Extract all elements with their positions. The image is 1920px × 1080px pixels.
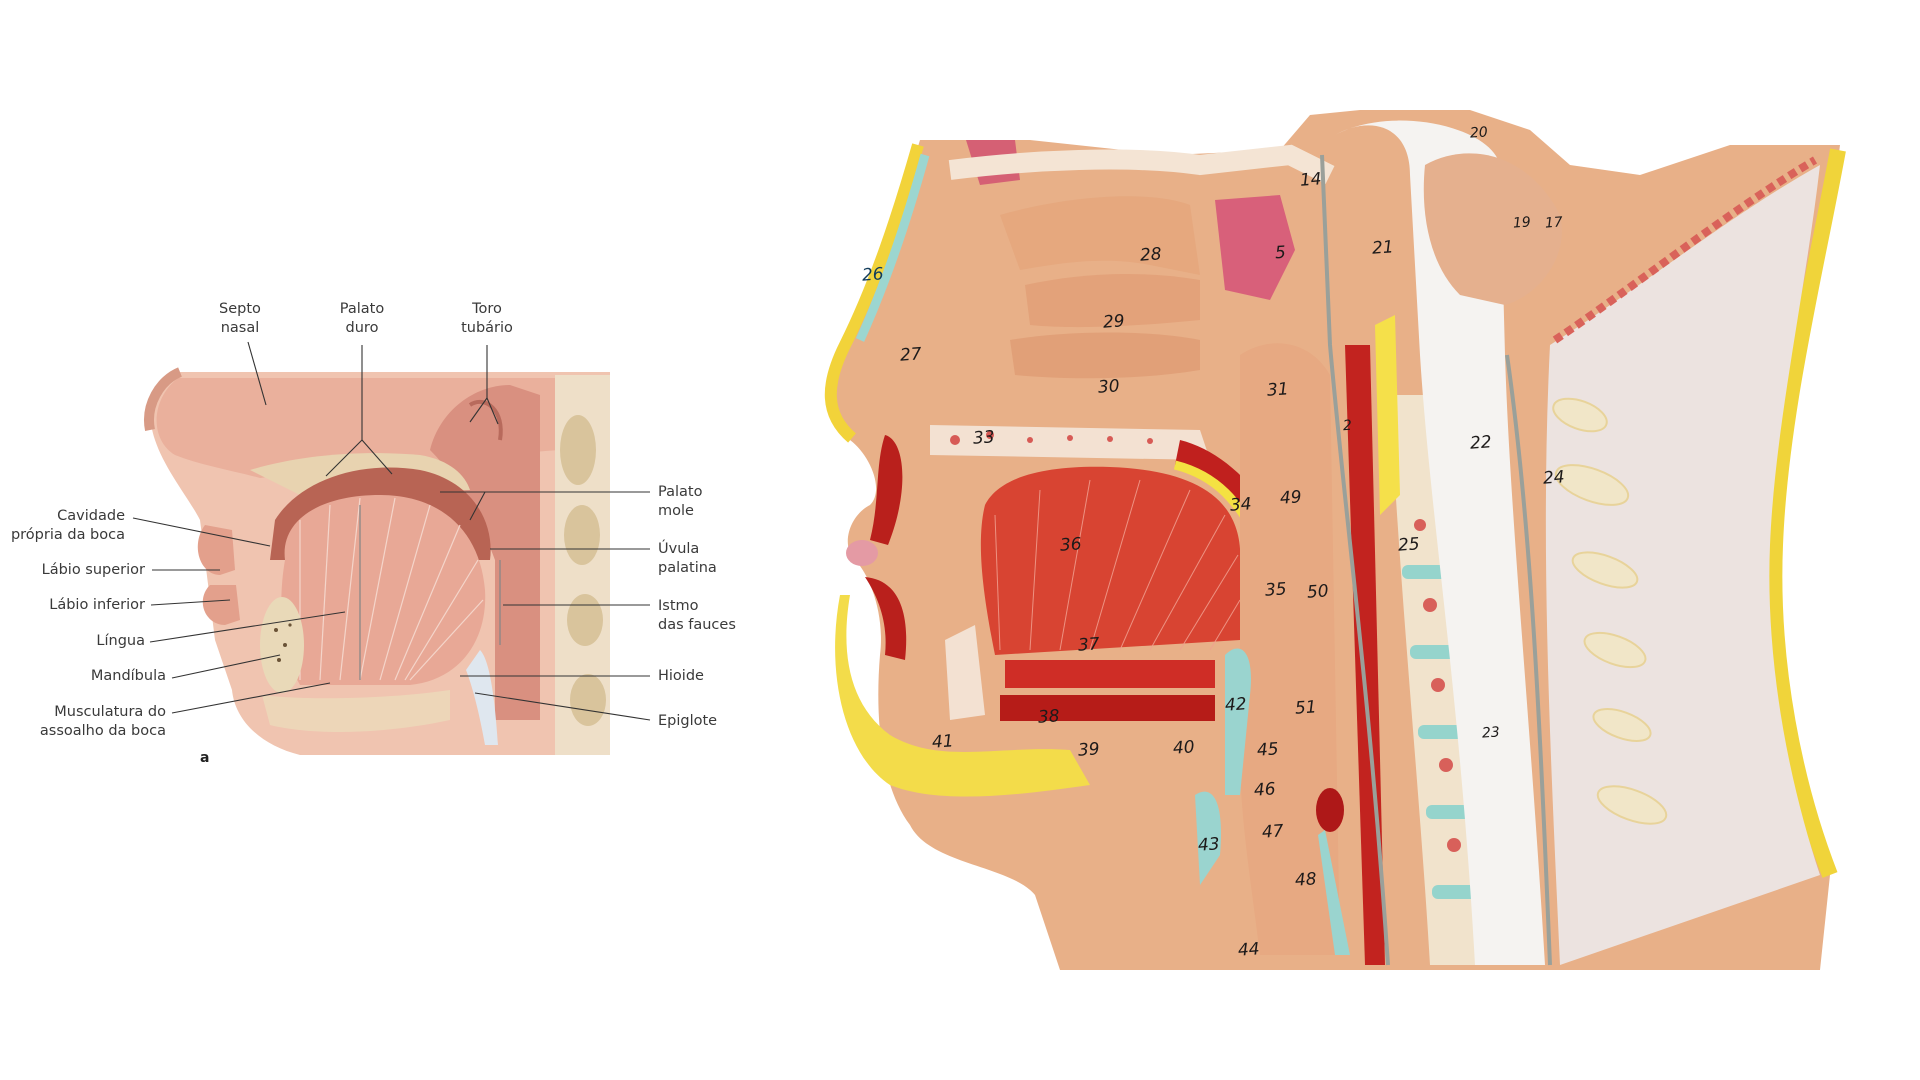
model-number-28: 28	[1139, 244, 1163, 266]
model-number-36: 36	[1059, 534, 1083, 556]
label-labio-superior: Lábio superior	[41, 562, 145, 578]
model-number-26: 26	[861, 264, 885, 286]
model-number-43: 43	[1197, 834, 1221, 856]
label-cavidade-propria-da-boca: Cavidade própria da boca	[10, 508, 125, 543]
model-number-41: 41	[931, 731, 955, 753]
model-number-21: 21	[1371, 237, 1395, 259]
label-lingua: Língua	[96, 633, 145, 649]
model-number-27: 27	[899, 344, 923, 366]
model-number-39: 39	[1077, 739, 1101, 761]
label-hioide: Hioide	[658, 668, 704, 684]
model-number-24: 24	[1542, 467, 1566, 489]
model-number-37: 37	[1077, 634, 1101, 656]
model-number-31: 31	[1266, 379, 1290, 401]
model-number-5: 5	[1274, 242, 1287, 264]
model-number-29: 29	[1102, 311, 1126, 333]
model-number-23: 23	[1481, 724, 1501, 742]
model-number-42: 42	[1224, 694, 1248, 716]
model-number-33: 33	[972, 427, 996, 449]
model-number-51: 51	[1294, 697, 1318, 719]
model-number-34: 34	[1229, 494, 1253, 516]
label-labio-inferior: Lábio inferior	[49, 597, 145, 613]
label-toro-tubario: Toro tubário	[461, 301, 513, 336]
anatomical-model-photo: 14 20 21 19 17 26 28 5 29 27 30 31 2 33 …	[770, 95, 1850, 975]
label-musculatura-assoalho: Musculatura do assoalho da boca	[39, 704, 166, 739]
sagittal-section-illustration: Septo nasal Palato duro Toro tubário Cav…	[0, 0, 760, 800]
model-number-46: 46	[1253, 779, 1277, 801]
model-number-19: 19	[1512, 214, 1532, 232]
model-number-14: 14	[1299, 169, 1323, 191]
model-number-49: 49	[1279, 487, 1303, 509]
model-number-44: 44	[1237, 939, 1261, 961]
figure-letter: a	[200, 750, 210, 766]
model-number-47: 47	[1261, 821, 1285, 843]
model-number-22: 22	[1469, 432, 1493, 454]
label-epiglote: Epiglote	[658, 713, 718, 729]
model-number-38: 38	[1037, 706, 1061, 728]
label-palato-mole: Palato mole	[658, 484, 703, 519]
model-number-45: 45	[1256, 739, 1280, 761]
label-septo-nasal: Septo nasal	[219, 301, 261, 336]
model-drawing	[824, 110, 1846, 970]
label-istmo-das-fauces: Istmo das fauces	[658, 598, 736, 633]
model-number-2: 2	[1342, 417, 1353, 435]
illustration-drawing	[132, 341, 651, 755]
model-number-48: 48	[1294, 869, 1318, 891]
label-palato-duro: Palato duro	[339, 301, 385, 336]
model-number-25: 25	[1397, 534, 1421, 556]
label-mandibula: Mandíbula	[90, 668, 166, 684]
model-number-20: 20	[1469, 124, 1489, 142]
label-uvula-palatina: Úvula palatina	[658, 541, 717, 576]
model-number-17: 17	[1544, 214, 1564, 232]
model-number-40: 40	[1172, 737, 1196, 759]
model-number-35: 35	[1264, 579, 1288, 601]
model-number-30: 30	[1097, 376, 1121, 398]
model-number-50: 50	[1306, 581, 1330, 603]
